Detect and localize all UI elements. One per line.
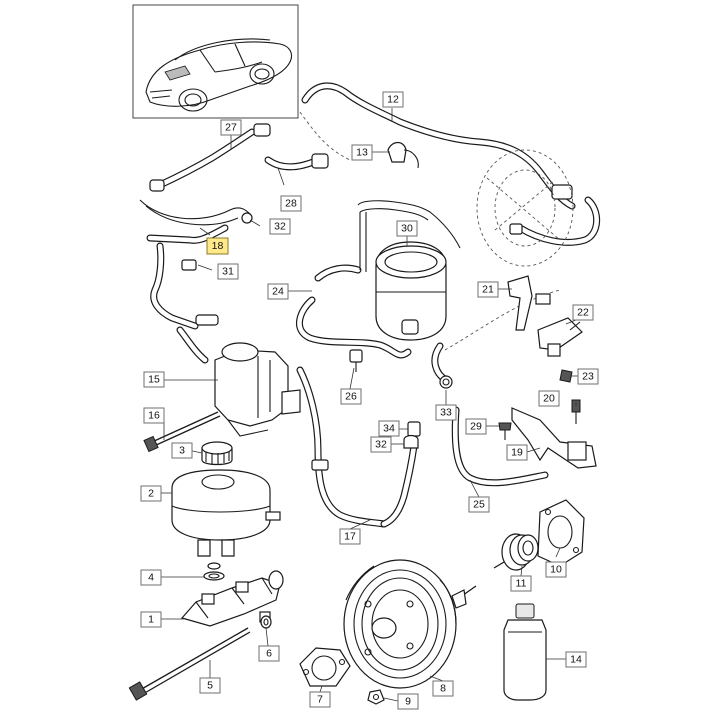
nut-6 xyxy=(260,615,272,629)
svg-text:17: 17 xyxy=(344,531,356,543)
reservoir-2 xyxy=(171,469,281,557)
callout-14[interactable]: 14 xyxy=(565,651,587,668)
svg-text:30: 30 xyxy=(401,223,413,235)
callout-20[interactable]: 20 xyxy=(538,390,560,407)
solenoid-valve-22 xyxy=(537,317,583,383)
callout-32-upper[interactable]: 32 xyxy=(269,218,291,235)
callout-8[interactable]: 8 xyxy=(432,680,454,697)
svg-text:9: 9 xyxy=(405,696,411,708)
svg-text:14: 14 xyxy=(570,654,582,666)
svg-text:18: 18 xyxy=(212,240,224,252)
svg-text:12: 12 xyxy=(387,94,399,106)
callout-3[interactable]: 3 xyxy=(171,442,193,459)
svg-text:28: 28 xyxy=(285,198,297,210)
callout-34[interactable]: 34 xyxy=(378,420,400,437)
svg-text:24: 24 xyxy=(272,286,284,298)
vacuum-line-upper xyxy=(299,82,601,246)
hose-assembly-left xyxy=(139,123,329,364)
svg-text:26: 26 xyxy=(345,391,357,403)
hose-assembly-right xyxy=(431,342,549,487)
leader-lines xyxy=(158,108,578,702)
callout-30[interactable]: 30 xyxy=(396,220,418,237)
callout-1[interactable]: 1 xyxy=(140,611,162,628)
svg-text:7: 7 xyxy=(317,694,323,706)
callout-24[interactable]: 24 xyxy=(267,283,289,300)
svg-text:22: 22 xyxy=(577,307,589,319)
svg-text:1: 1 xyxy=(148,614,154,626)
callout-25[interactable]: 25 xyxy=(468,496,490,513)
svg-text:5: 5 xyxy=(207,680,213,692)
callout-11[interactable]: 11 xyxy=(510,575,532,592)
svg-text:27: 27 xyxy=(225,122,237,134)
callout-22[interactable]: 22 xyxy=(572,304,594,321)
svg-text:3: 3 xyxy=(179,445,185,457)
svg-text:25: 25 xyxy=(473,499,485,511)
hose-assembly-center xyxy=(296,200,461,528)
vehicle-thumbnail xyxy=(132,4,299,119)
svg-text:33: 33 xyxy=(440,407,452,419)
svg-text:34: 34 xyxy=(383,423,395,435)
callout-10[interactable]: 10 xyxy=(545,561,567,578)
boot-11 xyxy=(493,533,539,571)
callout-12[interactable]: 12 xyxy=(382,91,404,108)
svg-text:6: 6 xyxy=(266,648,272,660)
gasket-7 xyxy=(299,647,351,687)
reservoir-cap-3 xyxy=(201,441,233,466)
callout-33[interactable]: 33 xyxy=(435,404,457,421)
callout-2[interactable]: 2 xyxy=(140,485,162,502)
nut-9 xyxy=(367,689,385,705)
callout-27[interactable]: 27 xyxy=(220,119,242,136)
bolt-5 xyxy=(128,627,251,701)
svg-text:11: 11 xyxy=(516,578,527,590)
svg-text:31: 31 xyxy=(222,266,234,278)
svg-text:21: 21 xyxy=(482,284,494,296)
seal-4 xyxy=(203,562,225,581)
svg-text:8: 8 xyxy=(440,683,446,695)
bolt-16 xyxy=(143,411,221,453)
booster-outline-reference xyxy=(444,149,574,351)
callout-16[interactable]: 16 xyxy=(143,407,165,424)
svg-text:20: 20 xyxy=(543,393,555,405)
svg-text:29: 29 xyxy=(470,421,482,433)
svg-text:16: 16 xyxy=(148,410,160,422)
gasket-10 xyxy=(537,499,585,567)
svg-text:32: 32 xyxy=(274,221,286,233)
callout-7[interactable]: 7 xyxy=(309,691,331,708)
svg-text:15: 15 xyxy=(148,374,160,386)
callout-23[interactable]: 23 xyxy=(577,368,599,385)
svg-text:10: 10 xyxy=(550,564,562,576)
callout-15[interactable]: 15 xyxy=(143,371,165,388)
callout-28[interactable]: 28 xyxy=(280,195,302,212)
clip-13 xyxy=(387,141,419,169)
svg-text:32: 32 xyxy=(375,439,387,451)
callout-21[interactable]: 21 xyxy=(477,281,499,298)
callout-18[interactable]: 18 xyxy=(206,237,229,255)
callout-32-lower[interactable]: 32 xyxy=(370,436,392,453)
callout-26[interactable]: 26 xyxy=(340,388,362,405)
svg-text:2: 2 xyxy=(148,488,154,500)
vacuum-reservoir xyxy=(375,241,447,341)
callout-19[interactable]: 19 xyxy=(506,444,528,461)
bracket-21 xyxy=(507,275,551,331)
callout-17[interactable]: 17 xyxy=(339,528,361,545)
callout-6[interactable]: 6 xyxy=(258,645,280,662)
callout-29[interactable]: 29 xyxy=(465,418,487,435)
clip-34-32 xyxy=(403,421,421,449)
callout-9[interactable]: 9 xyxy=(397,693,419,710)
callout-4[interactable]: 4 xyxy=(140,569,162,586)
bracket-19 xyxy=(498,399,597,469)
svg-text:4: 4 xyxy=(148,572,154,584)
callout-31[interactable]: 31 xyxy=(217,263,239,280)
brake-fluid-bottle-14 xyxy=(503,603,547,701)
svg-text:23: 23 xyxy=(582,371,594,383)
svg-text:13: 13 xyxy=(356,147,368,159)
callout-5[interactable]: 5 xyxy=(199,677,221,694)
brake-booster-8 xyxy=(343,559,477,689)
svg-text:19: 19 xyxy=(511,447,523,459)
callout-13[interactable]: 13 xyxy=(351,144,373,161)
master-cylinder-assembly-15 xyxy=(214,342,301,437)
